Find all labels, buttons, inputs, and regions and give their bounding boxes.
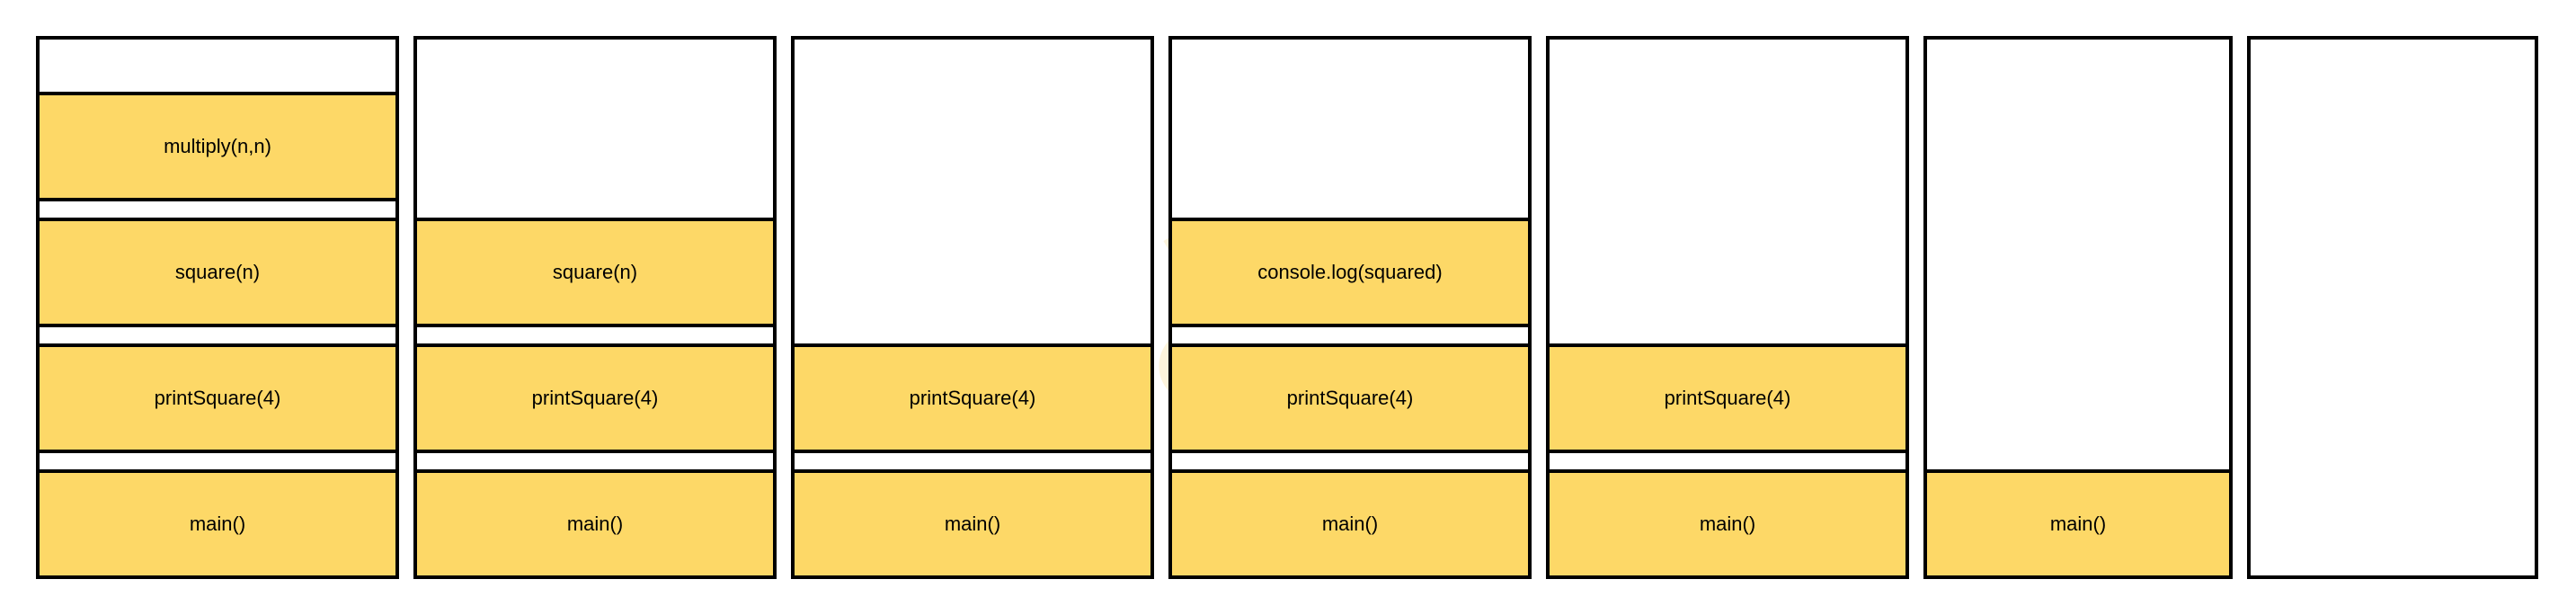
stack-frame-label: multiply(n,n) xyxy=(164,135,271,157)
stack-frame: square(n) xyxy=(413,218,777,327)
stack-frame: printSquare(4) xyxy=(791,343,1154,453)
stack-frame: printSquare(4) xyxy=(413,343,777,453)
stack-frame: main() xyxy=(1546,469,1909,579)
stack-snapshot-7 xyxy=(2247,36,2538,579)
stack-frame: square(n) xyxy=(36,218,399,327)
stack-frame-label: printSquare(4) xyxy=(1286,387,1414,409)
stack-frame: console.log(squared) xyxy=(1168,218,1532,327)
stack-frame-label: printSquare(4) xyxy=(531,387,659,409)
stack-frame: main() xyxy=(36,469,399,579)
stack-frame: main() xyxy=(1168,469,1532,579)
stack-frame-label: main() xyxy=(1321,512,1379,535)
stack-frame: printSquare(4) xyxy=(1546,343,1909,453)
stack-frame: main() xyxy=(791,469,1154,579)
stack-frame-label: printSquare(4) xyxy=(909,387,1036,409)
stack-frame: printSquare(4) xyxy=(1168,343,1532,453)
stack-frame-label: printSquare(4) xyxy=(154,387,281,409)
stack-snapshot-4: main() printSquare(4) console.log(squared) xyxy=(1168,36,1532,579)
stack-frame-label: console.log(squared) xyxy=(1257,261,1443,283)
stack-frame-label: square(n) xyxy=(552,261,638,283)
stack-frame-label: main() xyxy=(1699,512,1756,535)
stack-frame-label: main() xyxy=(944,512,1001,535)
stack-snapshot-5: main() printSquare(4) xyxy=(1546,36,1909,579)
stack-frame-label: printSquare(4) xyxy=(1664,387,1791,409)
stack-frame-label: main() xyxy=(2049,512,2107,535)
stack-frame-label: main() xyxy=(566,512,624,535)
stack-snapshot-2: main() printSquare(4) square(n) xyxy=(413,36,777,579)
stack-frame-label: main() xyxy=(189,512,246,535)
stack-frame: printSquare(4) xyxy=(36,343,399,453)
stack-frame-label: square(n) xyxy=(174,261,261,283)
stack-snapshot-1: main() printSquare(4) square(n) multiply(n,… xyxy=(36,36,399,579)
stack-snapshot-6: main() xyxy=(1923,36,2233,579)
stack-frame: main() xyxy=(1923,469,2233,579)
stack-snapshot-3: main() printSquare(4) xyxy=(791,36,1154,579)
stack-frame: multiply(n,n) xyxy=(36,92,399,201)
stack-frame: main() xyxy=(413,469,777,579)
